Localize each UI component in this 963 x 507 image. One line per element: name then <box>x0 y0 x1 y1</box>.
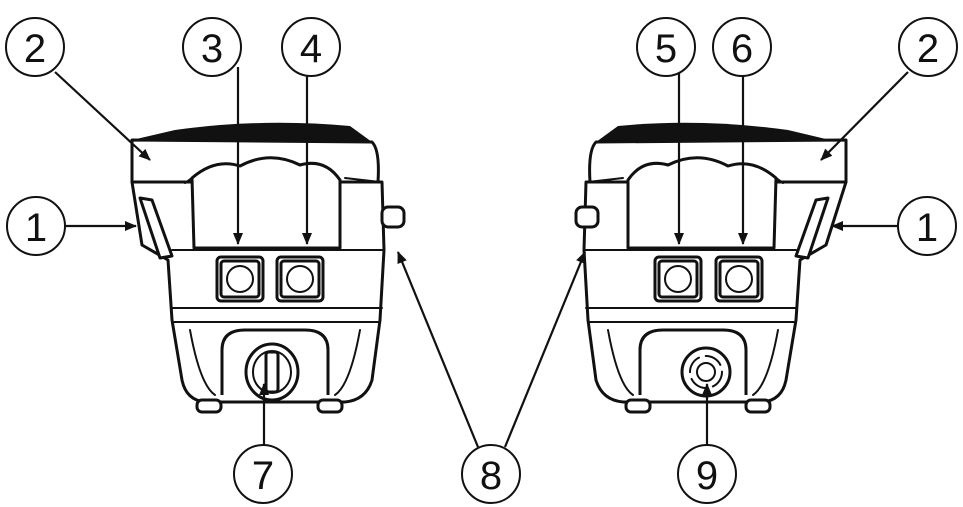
callout-5: 5 <box>636 17 696 77</box>
callout-2-right-label: 2 <box>917 27 939 71</box>
callout-9: 9 <box>677 444 737 504</box>
callout-8-label: 8 <box>480 454 502 498</box>
callout-2-left-label: 2 <box>24 27 46 71</box>
callout-1-left: 1 <box>6 196 66 256</box>
callout-1-right: 1 <box>897 196 957 256</box>
callout-2-right: 2 <box>898 17 958 77</box>
callout-4-label: 4 <box>300 27 322 71</box>
callout-5-label: 5 <box>655 27 677 71</box>
arrow-8-left <box>396 251 480 448</box>
callout-3-label: 3 <box>201 27 223 71</box>
callout-6-label: 6 <box>731 27 753 71</box>
arrow-2-right <box>820 71 909 161</box>
arrow-8-right <box>503 251 587 448</box>
callout-2-left: 2 <box>5 17 65 77</box>
callout-3: 3 <box>182 17 242 77</box>
callout-6: 6 <box>712 17 772 77</box>
callout-9-label: 9 <box>696 454 718 498</box>
callout-7: 7 <box>233 444 293 504</box>
left-device-view <box>130 122 406 414</box>
callout-1-right-label: 1 <box>916 206 938 250</box>
callout-4: 4 <box>281 17 341 77</box>
callout-8: 8 <box>461 444 521 504</box>
callout-7-label: 7 <box>252 454 274 498</box>
callout-1-left-label: 1 <box>25 206 47 250</box>
arrow-2-left <box>54 71 151 161</box>
right-device-view <box>574 122 848 414</box>
leader-arrows <box>54 67 909 448</box>
